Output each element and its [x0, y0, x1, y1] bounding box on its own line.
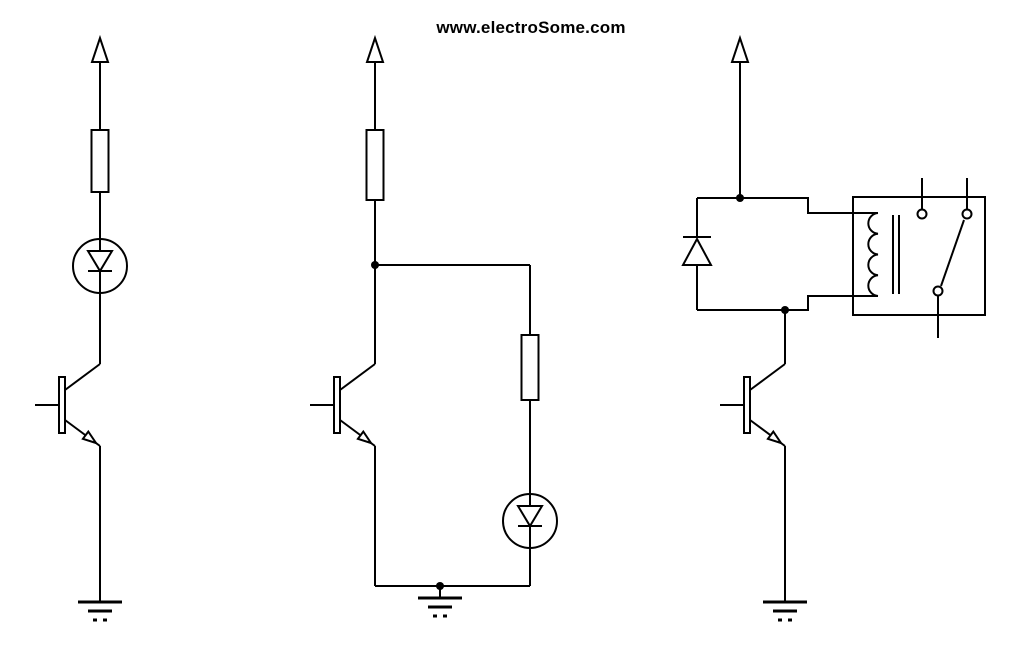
circuit-relay-driver [681, 34, 986, 622]
npn-transistor [35, 363, 101, 447]
ground-icon [418, 586, 462, 618]
ground-icon [78, 600, 122, 622]
emitter-arrowhead [356, 429, 374, 445]
switch-contact [961, 208, 973, 220]
flyback-diode-icon [681, 198, 713, 310]
npn-transistor [720, 363, 786, 447]
wire [697, 197, 853, 214]
wire [697, 295, 853, 311]
emitter-arrowhead [766, 429, 784, 445]
emitter-arrowhead [81, 429, 99, 445]
supply-arrow-icon [730, 34, 750, 198]
junction-dot [371, 261, 379, 269]
collector-lead [339, 363, 376, 391]
circuit-led-basic [35, 34, 128, 622]
arrowhead [365, 34, 385, 63]
npn-transistor [310, 363, 376, 447]
arrowhead [730, 34, 750, 63]
diode-triangle [86, 250, 114, 273]
led-icon [502, 493, 558, 549]
diode-triangle [516, 505, 544, 528]
supply-arrow-icon [90, 34, 110, 130]
led-icon [72, 238, 128, 294]
collector-lead [64, 363, 101, 391]
junction-dot [736, 194, 744, 202]
relay [852, 178, 986, 338]
ground-icon [763, 600, 807, 622]
transistor-base-bar [333, 376, 341, 434]
diode-triangle [681, 236, 713, 266]
resistor [90, 129, 110, 193]
switch-pivot [932, 285, 944, 297]
relay-coil-icon [867, 212, 879, 297]
arrowhead [90, 34, 110, 63]
resistor [365, 129, 385, 201]
watermark-title: www.electroSome.com [436, 18, 626, 37]
branch-resistor [520, 334, 540, 401]
circuit-led-collector-load [310, 34, 558, 618]
transistor-base-bar [58, 376, 66, 434]
collector-lead [749, 363, 786, 391]
transistor-base-bar [743, 376, 751, 434]
switch-blade [940, 219, 965, 287]
supply-arrow-icon [365, 34, 385, 130]
relay-switch-icon [916, 178, 973, 338]
switch-contact [916, 208, 928, 220]
